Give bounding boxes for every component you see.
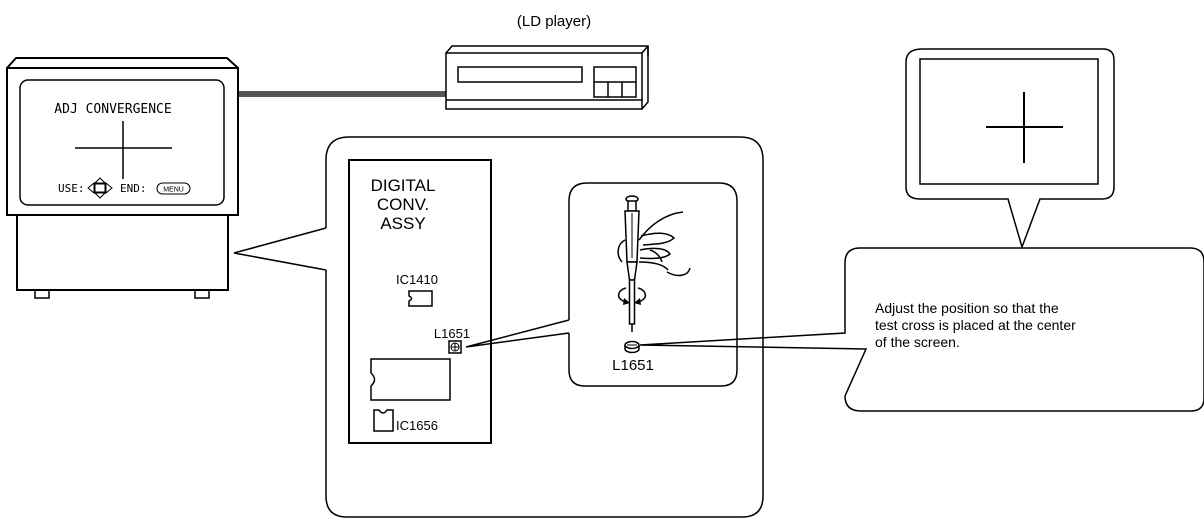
digital-conv-assy-board: DIGITAL CONV. ASSY IC1410 L1651 IC1656 <box>348 159 492 444</box>
tv-use-label: USE: <box>58 182 85 195</box>
instruction-line-1: Adjust the position so that the <box>875 300 1059 316</box>
l1651-detail-panel <box>568 182 738 387</box>
ic1656-label: IC1656 <box>396 418 438 433</box>
instruction-line-2: test cross is placed at the center <box>875 317 1076 333</box>
menu-button-label: MENU <box>163 187 184 194</box>
l1651-board-label: L1651 <box>434 326 470 341</box>
tv-end-label: END: <box>120 182 147 195</box>
l1651-detail-pointer <box>465 319 570 348</box>
l1651-coil-symbol <box>448 340 462 354</box>
tv-monitor: ADJ CONVERGENCE USE: END: MENU <box>6 57 239 299</box>
ld-player-label: (LD player) <box>517 13 591 30</box>
result-screen-bubble <box>905 48 1115 250</box>
result-screen <box>919 58 1099 185</box>
l1651-detail-label: L1651 <box>612 357 654 374</box>
board-title-line-1: DIGITAL <box>371 176 436 195</box>
direction-arrows-icon <box>87 177 113 199</box>
ic1410-label: IC1410 <box>396 272 438 287</box>
ic-chip-large <box>370 358 451 401</box>
ld-player: (LD player) <box>445 13 649 110</box>
pcb-callout-panel <box>325 136 764 518</box>
board-title-line-2: CONV. <box>377 195 429 214</box>
screwdriver-adjustment-illustration <box>617 195 691 354</box>
board-title-line-3: ASSY <box>380 214 425 233</box>
ic1410-chip <box>408 290 433 307</box>
tv-screen-title: ADJ CONVERGENCE <box>54 102 171 117</box>
tv-callout-pointer <box>233 227 327 271</box>
menu-button-icon <box>156 182 191 195</box>
instruction-line-3: of the screen. <box>875 334 960 350</box>
ic1656-chip <box>373 409 394 432</box>
l1651-coil-icon <box>624 340 640 354</box>
